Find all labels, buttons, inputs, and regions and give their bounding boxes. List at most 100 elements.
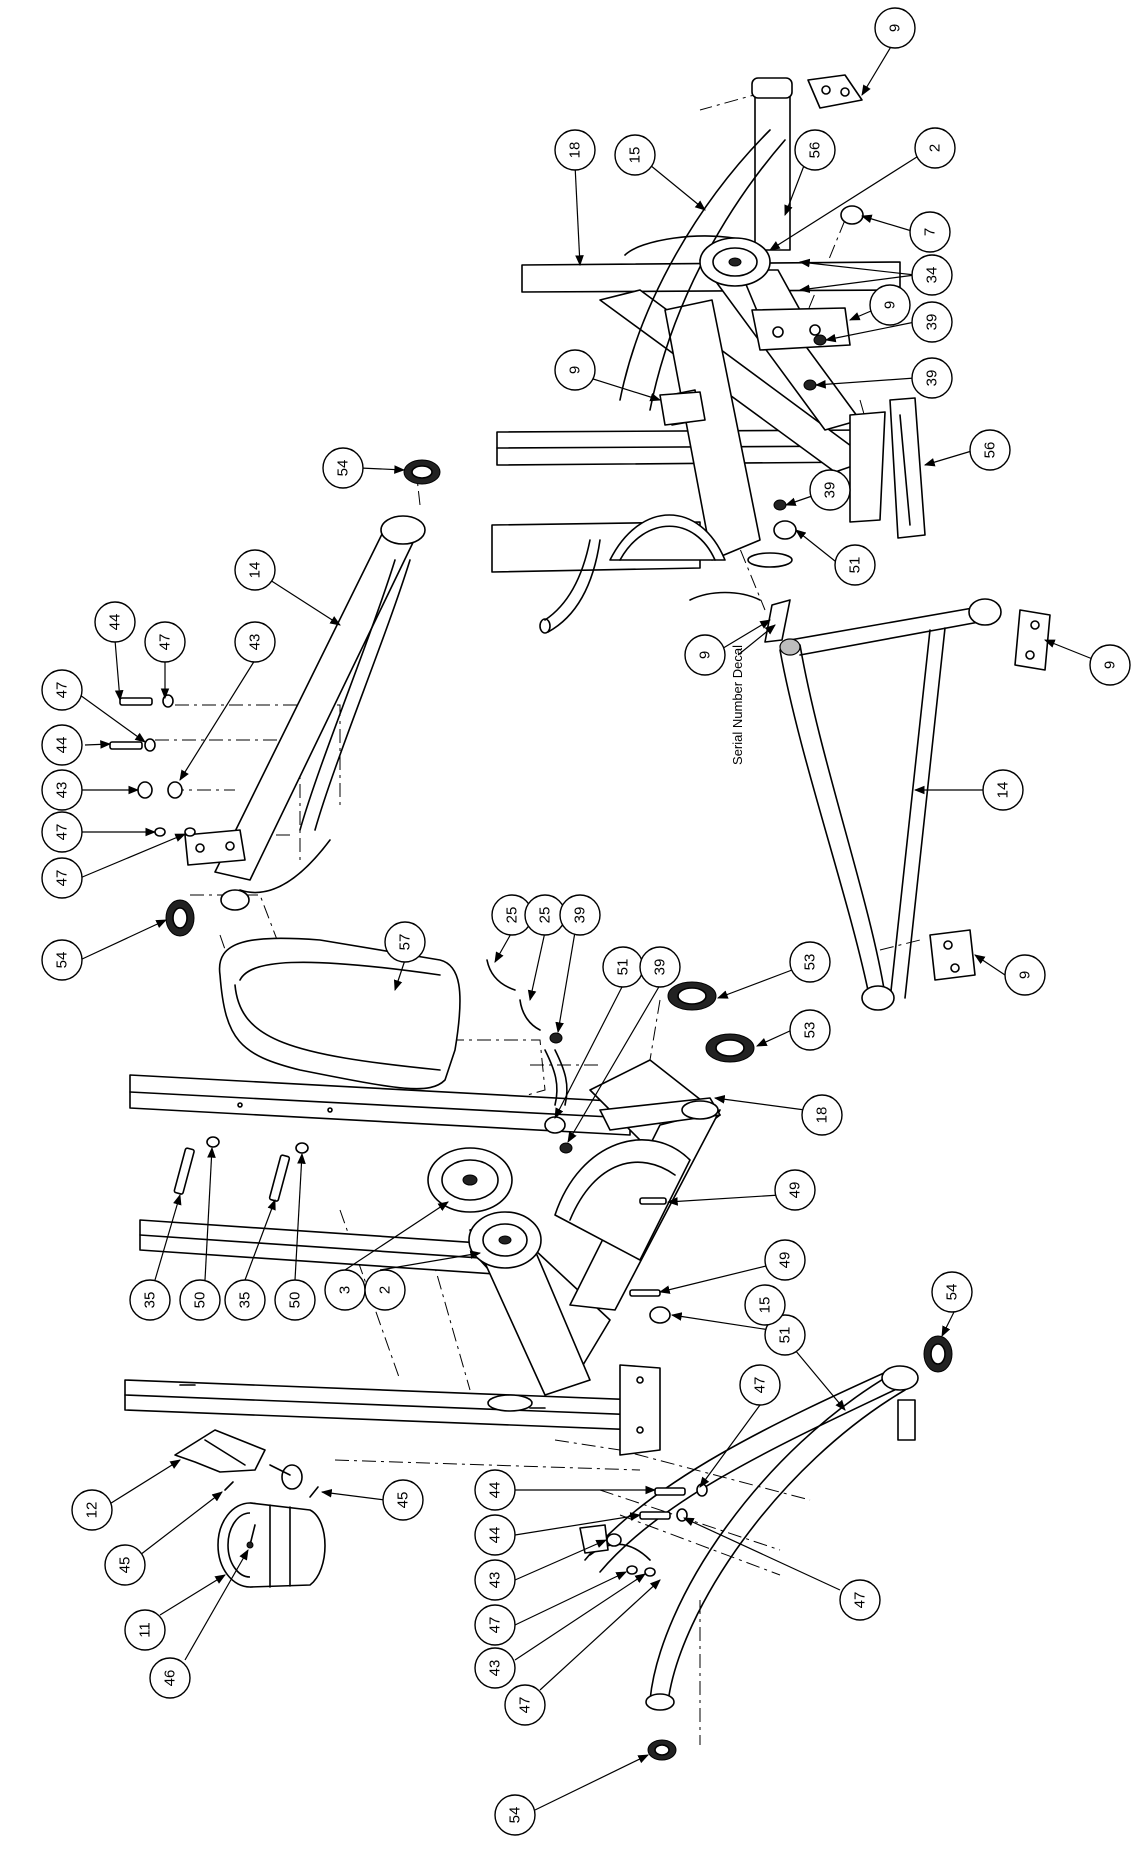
- central-main-frame: [124, 1049, 721, 1456]
- svg-text:47: 47: [54, 824, 71, 841]
- svg-text:25: 25: [504, 907, 521, 924]
- callout-bubble: 47: [839, 1579, 881, 1621]
- svg-text:43: 43: [487, 1660, 504, 1677]
- callout-bubble: 49: [774, 1169, 816, 1211]
- callout-bubble: 39: [809, 469, 851, 511]
- callout-bubble: 25: [524, 894, 566, 936]
- svg-text:9: 9: [697, 651, 714, 659]
- hardware-upper-left: [109, 694, 196, 837]
- callout-bubble: 9: [684, 634, 726, 676]
- serial-number-decal-label: Serial Number Decal: [730, 645, 745, 765]
- callout-bubble: 47: [41, 857, 83, 899]
- svg-text:47: 47: [752, 1377, 769, 1394]
- callout-bubble: 44: [41, 724, 83, 766]
- callout-bubble: 57: [384, 921, 426, 963]
- stabilizer-15-bottom: [579, 1365, 919, 1711]
- svg-text:49: 49: [777, 1252, 794, 1269]
- callout-bubble: 53: [789, 941, 831, 983]
- svg-text:25: 25: [537, 907, 554, 924]
- seat-part-57: [218, 937, 461, 1090]
- svg-text:43: 43: [247, 634, 264, 651]
- callout-bubble: 43: [41, 769, 83, 811]
- callout-bubble: 44: [474, 1514, 516, 1556]
- nuts-part-39-central: [544, 1032, 573, 1154]
- svg-text:39: 39: [572, 907, 589, 924]
- hooks-part-25: [486, 959, 541, 1031]
- callout-bubble: 54: [931, 1271, 973, 1313]
- svg-text:35: 35: [142, 1292, 159, 1309]
- svg-text:54: 54: [335, 460, 352, 477]
- callout-bubble: 46: [149, 1657, 191, 1699]
- cap-part-7: [840, 205, 864, 225]
- callout-bubble: 35: [224, 1279, 266, 1321]
- callout-bubble: 39: [911, 301, 953, 343]
- bracket-part-9-right: [1014, 609, 1051, 671]
- callout-bubble: 15: [614, 134, 656, 176]
- callout-bubble: 47: [144, 621, 186, 663]
- callout-bubble: 51: [602, 946, 644, 988]
- svg-text:9: 9: [1102, 661, 1119, 669]
- svg-text:39: 39: [822, 482, 839, 499]
- callout-bubble: 34: [911, 254, 953, 296]
- cap-part-54-right: [923, 1335, 953, 1373]
- svg-text:43: 43: [54, 782, 71, 799]
- bolts-part-49-cap-51: [629, 1197, 671, 1324]
- svg-text:39: 39: [652, 959, 669, 976]
- svg-text:39: 39: [924, 314, 941, 331]
- svg-text:18: 18: [567, 142, 584, 159]
- svg-text:51: 51: [777, 1327, 794, 1344]
- callout-bubbles: 9 18 15 56 2 7 34 9 39 39 9 56 39 51 9 5…: [41, 7, 1131, 1836]
- callout-bubble: 54: [494, 1794, 536, 1836]
- callout-bubble: 56: [969, 429, 1011, 471]
- svg-text:3: 3: [337, 1286, 354, 1294]
- svg-text:49: 49: [787, 1182, 804, 1199]
- svg-text:39: 39: [924, 370, 941, 387]
- callout-bubble: 2: [914, 127, 956, 169]
- svg-text:50: 50: [192, 1292, 209, 1309]
- svg-text:47: 47: [54, 682, 71, 699]
- svg-text:54: 54: [507, 1807, 524, 1824]
- svg-text:56: 56: [807, 142, 824, 159]
- svg-text:46: 46: [162, 1670, 179, 1687]
- callout-bubble: 47: [739, 1364, 781, 1406]
- callout-bubble: 53: [789, 1009, 831, 1051]
- callout-bubble: 50: [274, 1279, 316, 1321]
- svg-text:54: 54: [54, 952, 71, 969]
- callout-bubble: 47: [504, 1684, 546, 1726]
- callout-bubble: 56: [794, 129, 836, 171]
- svg-text:2: 2: [927, 144, 944, 152]
- callout-bubble: 54: [41, 939, 83, 981]
- callout-bubble: 9: [554, 349, 596, 391]
- callout-bubble: 2: [364, 1269, 406, 1311]
- svg-text:51: 51: [615, 959, 632, 976]
- svg-text:47: 47: [517, 1697, 534, 1714]
- svg-text:35: 35: [237, 1292, 254, 1309]
- cap-part-54-upper: [403, 459, 441, 485]
- svg-text:51: 51: [847, 557, 864, 574]
- callout-bubble: 47: [41, 669, 83, 711]
- callout-bubble: 9: [869, 284, 911, 326]
- svg-text:9: 9: [887, 24, 904, 32]
- callout-bubble: 3: [324, 1269, 366, 1311]
- callout-bubble: 44: [94, 601, 136, 643]
- serial-number-annotation: Serial Number Decal: [730, 624, 776, 765]
- svg-text:9: 9: [882, 301, 899, 309]
- callout-bubble: 35: [129, 1279, 171, 1321]
- callout-bubble: 14: [982, 769, 1024, 811]
- svg-text:54: 54: [944, 1284, 961, 1301]
- screws-part-45: [224, 1481, 319, 1498]
- svg-text:47: 47: [157, 634, 174, 651]
- caps-part-53: [667, 981, 755, 1063]
- callout-bubble: 18: [801, 1094, 843, 1136]
- svg-text:44: 44: [487, 1482, 504, 1499]
- decal-part-56: [889, 397, 926, 539]
- callout-bubble: 54: [322, 447, 364, 489]
- stabilizer-14-left: [184, 515, 426, 911]
- svg-text:18: 18: [814, 1107, 831, 1124]
- svg-text:56: 56: [982, 442, 999, 459]
- callout-bubble: 44: [474, 1469, 516, 1511]
- callout-bubble: 7: [909, 211, 951, 253]
- callout-bubble: 51: [764, 1314, 806, 1356]
- callout-bubble: 9: [1089, 644, 1131, 686]
